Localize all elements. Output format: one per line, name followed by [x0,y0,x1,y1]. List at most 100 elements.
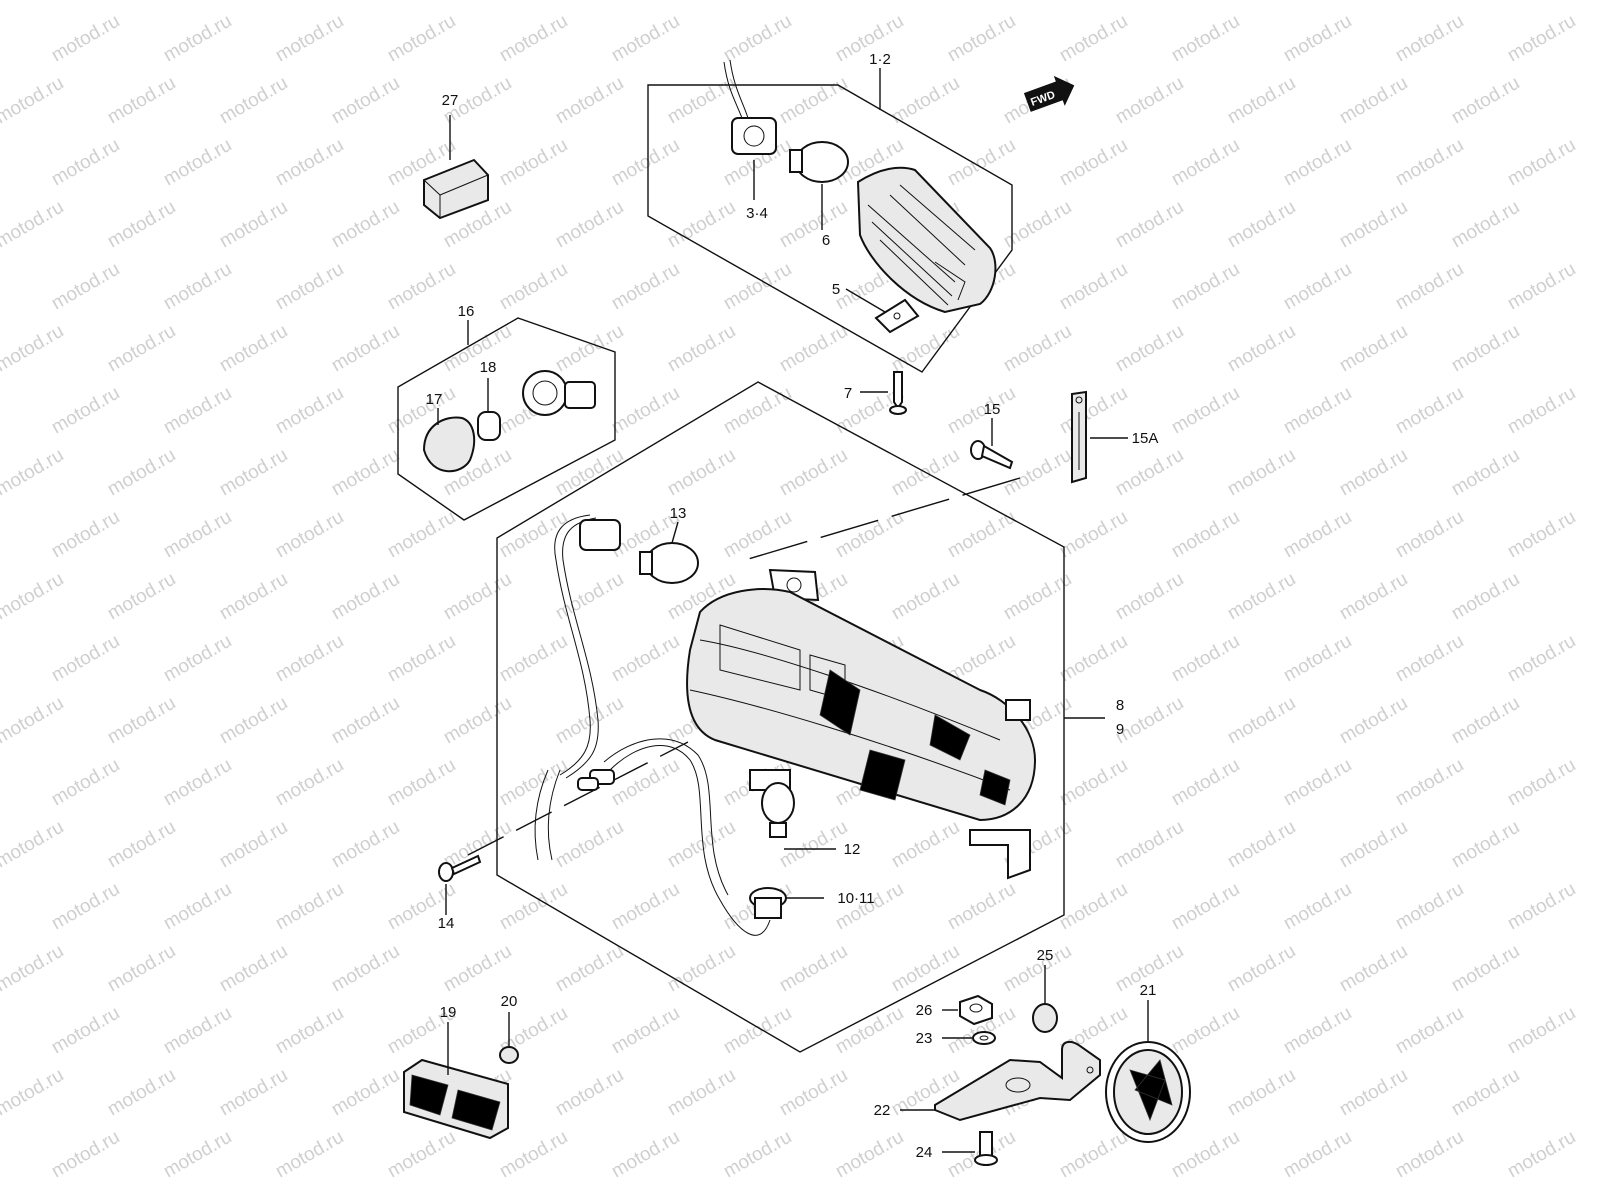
watermark-text: motod.ru [720,259,795,315]
watermark-text: motod.ru [1392,1127,1467,1183]
watermark-text: motod.ru [216,693,291,749]
watermark-text: motod.ru [1000,445,1075,501]
watermark-text: motod.ru [1112,321,1187,377]
watermark-text: motod.ru [1504,879,1579,935]
watermark-text: motod.ru [1056,631,1131,687]
callout-25: 25 [1037,947,1054,964]
callout-15: 15 [984,401,1001,418]
callout-9: 9 [1116,721,1124,738]
watermark-text: motod.ru [384,259,459,315]
watermark-text: motod.ru [1168,259,1243,315]
callout-1-2: 1·2 [869,51,891,68]
callout-7: 7 [844,385,852,402]
washer-23 [942,1031,996,1045]
fwd-direction-badge: FWD [1023,75,1075,112]
watermark-text: motod.ru [1504,383,1579,439]
watermark-text: motod.ru [1056,1127,1131,1183]
watermark-text: motod.ru [48,879,123,935]
watermark-text: motod.ru [104,197,179,253]
callout-20: 20 [501,993,518,1010]
watermark-text: motod.ru [1224,941,1299,997]
watermark-text: motod.ru [48,1003,123,1059]
callout-14: 14 [438,915,455,932]
bulb-12 [761,782,836,850]
watermark-text: motod.ru [944,383,1019,439]
watermark-text: motod.ru [328,817,403,873]
callout-3-4: 3·4 [746,205,768,222]
watermark-text: motod.ru [776,445,851,501]
bracket-15a [1071,390,1128,484]
watermark-text: motod.ru [1280,631,1355,687]
watermark-text: motod.ru [1336,1065,1411,1121]
callout-5: 5 [832,281,840,298]
watermark-text: motod.ru [664,197,739,253]
watermark-text: motod.ru [216,321,291,377]
bracket-5 [845,288,920,334]
watermark-text: motod.ru [328,197,403,253]
watermark-text: motod.ru [1336,321,1411,377]
watermark-text: motod.ru [104,321,179,377]
watermark-text: motod.ru [1504,1127,1579,1183]
callout-23: 23 [916,1030,933,1047]
watermark-text: motod.ru [1280,879,1355,935]
watermark-text: motod.ru [216,197,291,253]
watermark-text: motod.ru [104,693,179,749]
watermark-text: motod.ru [1504,135,1579,191]
watermark-text: motod.ru [384,631,459,687]
watermark-text: motod.ru [832,1127,907,1183]
watermark-text: motod.ru [1392,879,1467,935]
nut-26 [942,994,993,1026]
callout-26: 26 [916,1002,933,1019]
watermark-text: motod.ru [608,259,683,315]
watermark-text: motod.ru [160,1127,235,1183]
watermark-text: motod.ru [608,879,683,935]
watermark-text: motod.ru [160,135,235,191]
watermark-text: motod.ru [552,817,627,873]
watermark-text: motod.ru [1504,259,1579,315]
watermark-text: motod.ru [328,73,403,129]
watermark-text: motod.ru [776,73,851,129]
watermark-text: motod.ru [160,755,235,811]
watermark-text: motod.ru [48,631,123,687]
watermark-text: motod.ru [1056,879,1131,935]
watermark-text: motod.ru [1112,445,1187,501]
watermark-text: motod.ru [272,135,347,191]
watermark-text: motod.ru [440,941,515,997]
watermark-text: motod.ru [384,507,459,563]
watermark-text: motod.ru [48,135,123,191]
watermark-text: motod.ru [1336,445,1411,501]
watermark-text: motod.ru [328,693,403,749]
watermark-text: motod.ru [552,941,627,997]
lamp-lens-17 [422,408,476,473]
watermark-text: motod.ru [776,817,851,873]
watermark-text: motod.ru [1168,1127,1243,1183]
watermark-text: motod.ru [1280,135,1355,191]
watermark-text: motod.ru [552,73,627,129]
watermark-text: motod.ru [1224,445,1299,501]
watermark-text: motod.ru [272,259,347,315]
watermark-text: motod.ru [48,383,123,439]
watermark-text: motod.ru [0,817,67,873]
watermark-text: motod.ru [272,383,347,439]
watermark-text: motod.ru [1056,507,1131,563]
callout-21: 21 [1140,982,1157,999]
callout-8: 8 [1116,697,1124,714]
watermark-text: motod.ru [496,259,571,315]
watermark-text: motod.ru [216,941,291,997]
watermark-text: motod.ru [272,1127,347,1183]
watermark-text: motod.ru [1280,259,1355,315]
socket-10-11 [749,887,824,919]
watermark-text: motod.ru [160,11,235,67]
watermark-text: motod.ru [1056,135,1131,191]
watermark-text: motod.ru [272,879,347,935]
watermark-text: motod.ru [1224,197,1299,253]
watermark-text: motod.ru [384,1127,459,1183]
watermark-text: motod.ru [104,817,179,873]
watermark-text: motod.ru [1336,569,1411,625]
watermark-text: motod.ru [440,693,515,749]
callout-27: 27 [442,92,459,109]
callout-24: 24 [916,1144,933,1161]
watermark-text: motod.ru [1224,569,1299,625]
watermark-text: motod.ru [160,879,235,935]
screw-7 [860,371,907,415]
